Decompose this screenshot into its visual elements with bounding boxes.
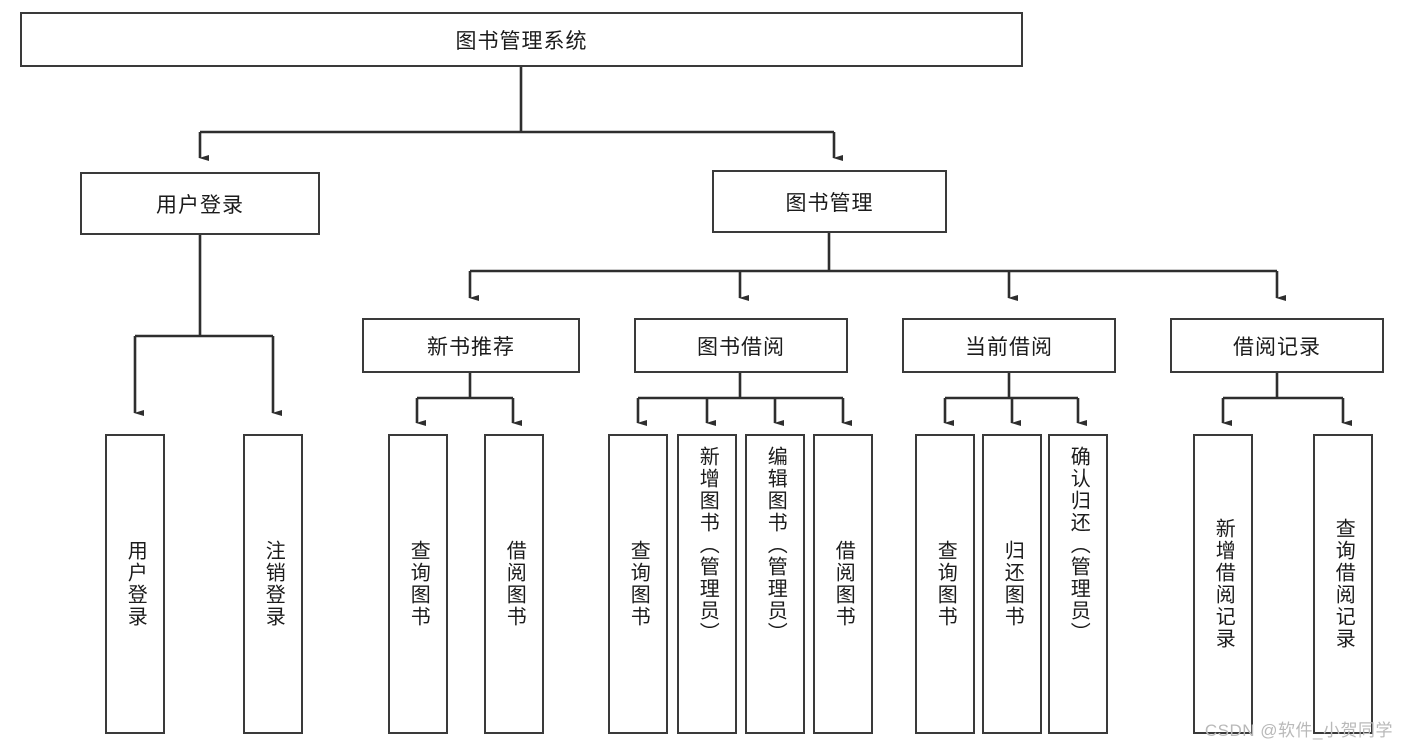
leaf-user-login-login[interactable]: 用户登录: [105, 434, 165, 734]
node-label: 查询图书: [934, 540, 957, 628]
node-user-login[interactable]: 用户登录: [80, 172, 320, 235]
node-root-system[interactable]: 图书管理系统: [20, 12, 1023, 67]
node-label: 借阅图书: [503, 540, 526, 628]
leaf-recommend-borrow-book[interactable]: 借阅图书: [484, 434, 544, 734]
leaf-user-login-logout[interactable]: 注销登录: [243, 434, 303, 734]
leaf-borrow-edit-book-admin[interactable]: 编辑图书（管理员）: [745, 434, 805, 734]
leaf-record-add-record[interactable]: 新增借阅记录: [1193, 434, 1253, 734]
node-label: 用户登录: [124, 540, 147, 628]
node-current-borrow[interactable]: 当前借阅: [902, 318, 1116, 373]
node-label: 当前借阅: [965, 335, 1053, 359]
node-label: 用户登录: [156, 193, 244, 217]
leaf-current-confirm-return-admin[interactable]: 确认归还（管理员）: [1048, 434, 1108, 734]
node-label: 借阅记录: [1233, 335, 1321, 359]
node-label: 查询图书: [627, 540, 650, 628]
node-label: 新增借阅记录: [1212, 518, 1235, 650]
leaf-current-query-book[interactable]: 查询图书: [915, 434, 975, 734]
node-label: 查询借阅记录: [1332, 518, 1355, 650]
leaf-current-return-book[interactable]: 归还图书: [982, 434, 1042, 734]
node-new-book-recommend[interactable]: 新书推荐: [362, 318, 580, 373]
leaf-borrow-query-book[interactable]: 查询图书: [608, 434, 668, 734]
leaf-borrow-borrow-book[interactable]: 借阅图书: [813, 434, 873, 734]
node-label: 编辑图书（管理员）: [764, 446, 787, 644]
node-book-borrow[interactable]: 图书借阅: [634, 318, 848, 373]
node-label: 新增图书（管理员）: [696, 446, 719, 644]
node-label: 图书管理: [785, 191, 874, 215]
leaf-recommend-query-book[interactable]: 查询图书: [388, 434, 448, 734]
node-label: 新书推荐: [427, 335, 515, 359]
node-label: 注销登录: [262, 540, 285, 628]
watermark-text: CSDN @软件_小贺同学: [1204, 721, 1393, 740]
leaf-record-query-record[interactable]: 查询借阅记录: [1313, 434, 1373, 734]
node-label: 图书借阅: [697, 335, 785, 359]
node-label: 图书管理系统: [455, 29, 588, 53]
node-label: 查询图书: [407, 540, 430, 628]
node-label: 借阅图书: [832, 540, 855, 628]
leaf-borrow-add-book-admin[interactable]: 新增图书（管理员）: [677, 434, 737, 734]
node-borrow-record[interactable]: 借阅记录: [1170, 318, 1384, 373]
node-label: 确认归还（管理员）: [1067, 446, 1090, 644]
node-book-management[interactable]: 图书管理: [712, 170, 947, 233]
node-label: 归还图书: [1001, 540, 1024, 628]
